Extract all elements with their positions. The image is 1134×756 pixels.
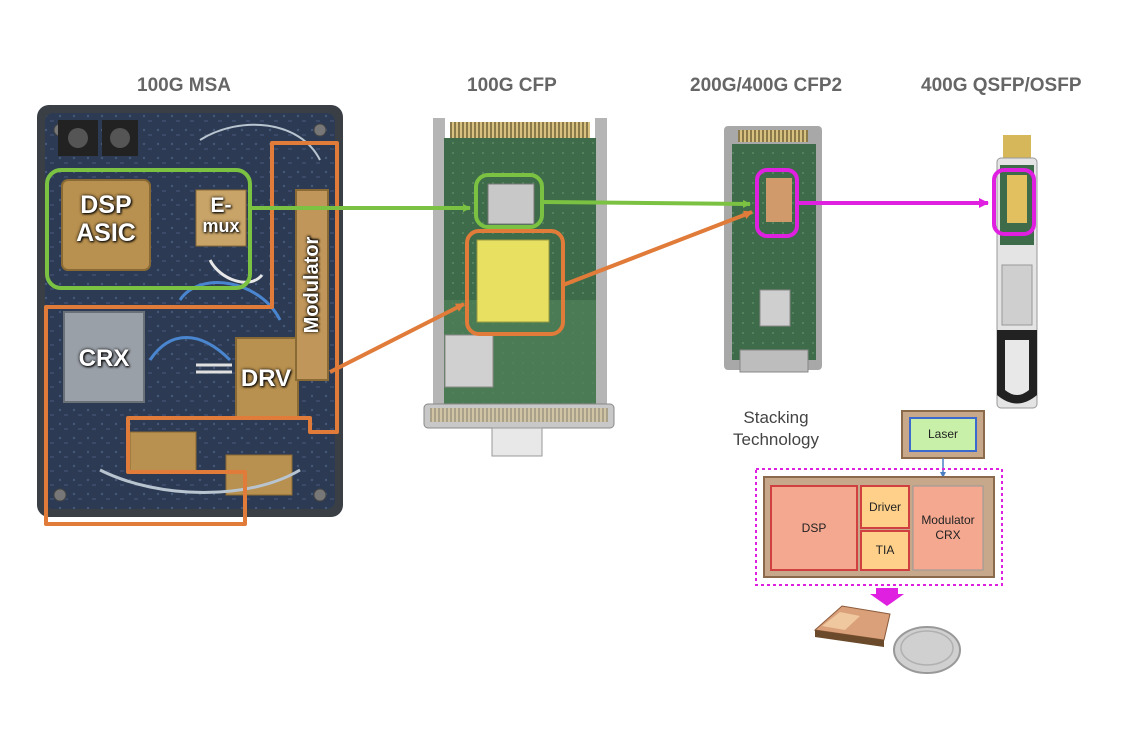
- qsfp-magenta-outline: [992, 168, 1036, 236]
- emux-line1: E-: [210, 194, 232, 217]
- title-100g-msa: 100G MSA: [137, 75, 231, 96]
- arrow-green-cfp-to-cfp2: [541, 199, 751, 208]
- modulator-crx-line1: Modulator: [921, 513, 975, 527]
- tia-block: TIA: [875, 543, 895, 557]
- stacking-line2: Technology: [732, 430, 819, 450]
- driver-block: Driver: [869, 499, 901, 514]
- title-qsfp-osfp: 400G QSFP/OSFP: [921, 75, 1082, 96]
- cfp-orange-outline: [465, 229, 565, 336]
- cfp-green-outline: [474, 173, 544, 229]
- dsp-asic-label: DSP ASIC: [62, 191, 150, 247]
- arrow-orange-msa-to-cfp: [329, 302, 465, 374]
- cfp-module: [423, 118, 615, 457]
- stacking-line1: Stacking: [743, 408, 809, 427]
- cfp2-module: [724, 126, 822, 373]
- msa-orange-outline: [44, 141, 339, 526]
- title-100g-cfp: 100G CFP: [467, 75, 557, 96]
- title-cfp2: 200G/400G CFP2: [690, 75, 843, 96]
- modulator-label: Modulator: [301, 236, 323, 334]
- laser-block: Laser: [927, 427, 959, 441]
- modulator-crx-line2: CRX: [935, 528, 961, 542]
- stacking-technology-title: Stacking Technology: [706, 407, 846, 451]
- modulator-crx-block: Modulator CRX: [913, 486, 983, 570]
- asic-label: ASIC: [76, 218, 136, 247]
- msa-board: [37, 105, 343, 517]
- arrow-orange-cfp-to-cfp2: [562, 210, 753, 287]
- emux-label: E- mux: [196, 194, 246, 237]
- crx-label: CRX: [78, 345, 130, 372]
- stacking-diagram: [755, 410, 1003, 674]
- dsp-block: DSP: [801, 520, 827, 535]
- dsp-label: DSP: [80, 191, 132, 219]
- msa-green-outline: [45, 168, 252, 290]
- drv-label: DRV: [240, 365, 292, 392]
- emux-line2: mux: [202, 216, 240, 237]
- qsfp-module: [996, 135, 1038, 409]
